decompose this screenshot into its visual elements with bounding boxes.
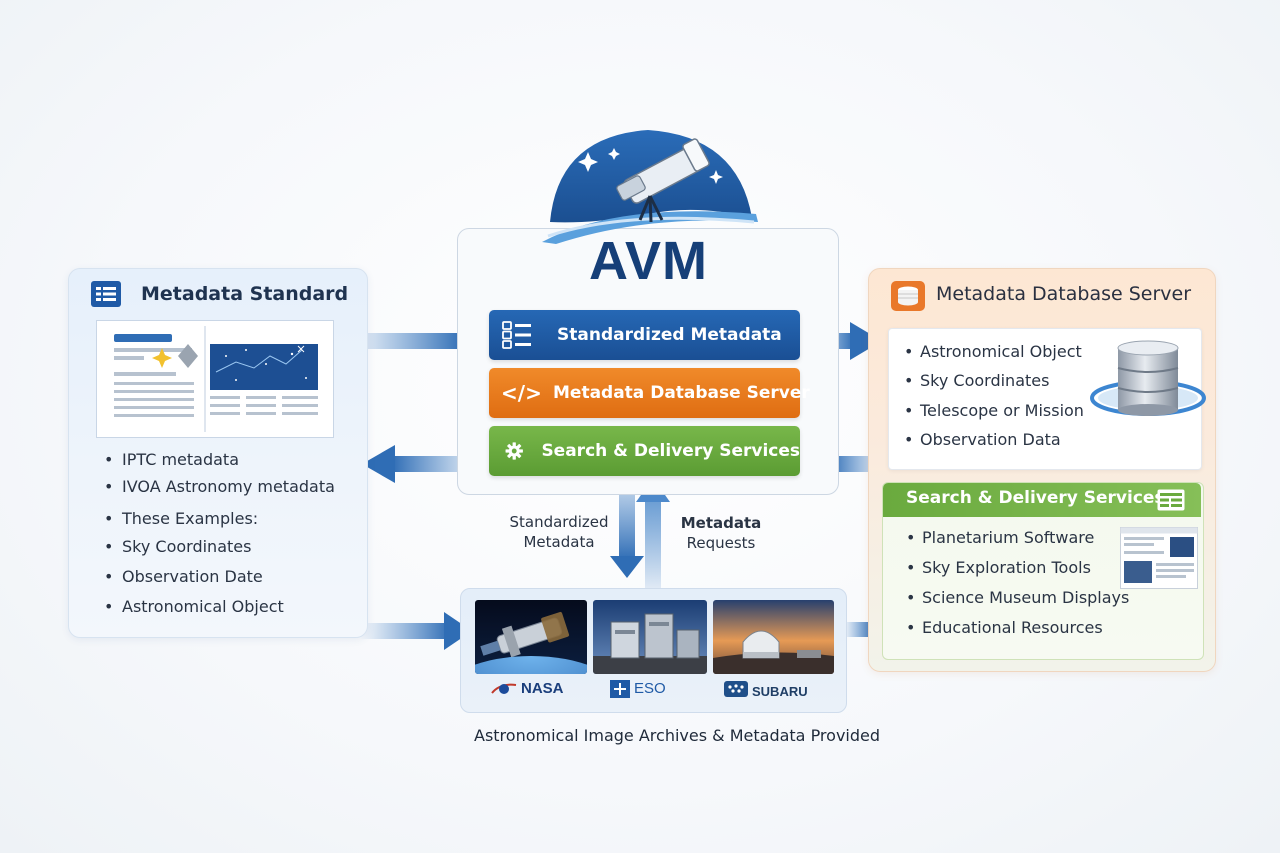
telescope-logo <box>542 130 758 244</box>
metadata-document-illustration <box>96 320 334 438</box>
gear-icon <box>505 442 523 460</box>
screen-thumbnail <box>1120 527 1198 589</box>
metadata-database-server-bar[interactable]: </> Metadata Database Server <box>489 368 810 418</box>
list-item: These Examples: <box>104 509 258 528</box>
list-item: IPTC metadata <box>104 450 239 469</box>
search-delivery-services-title: Search & Delivery Services <box>906 488 1165 508</box>
telescope-icon <box>616 138 710 223</box>
sparkle-icon <box>152 348 172 368</box>
archives-caption: Astronomical Image Archives & Metadata P… <box>474 726 881 745</box>
list-item: Observation Data <box>904 430 1061 449</box>
avm-title: AVM <box>589 231 708 291</box>
code-icon: </> <box>501 381 542 405</box>
list-item: Sky Coordinates <box>104 537 252 556</box>
list-item: Educational Resources <box>906 618 1103 637</box>
search-delivery-services-bar[interactable]: Search & Delivery Services <box>489 426 800 476</box>
eso-logo-icon <box>610 680 630 698</box>
nasa-logo-icon <box>491 683 517 694</box>
nasa-logo: NASA <box>521 680 564 697</box>
metadata-requests-flow-label: Metadata Requests <box>680 514 762 552</box>
observatory-photo <box>593 600 707 674</box>
list-item: Telescope or Mission <box>904 401 1084 420</box>
list-item: Astronomical Object <box>904 342 1082 361</box>
list-item: Science Museum Displays <box>906 588 1129 607</box>
arrow-left-to-archives <box>360 612 472 650</box>
metadata-database-server-title: Metadata Database Server <box>936 283 1192 305</box>
bar-label: Metadata Database Server <box>553 383 810 403</box>
eso-logo: ESO <box>634 680 666 697</box>
list-item: IVOA Astronomy metadata <box>104 477 335 496</box>
list-item: Planetarium Software <box>906 528 1094 547</box>
table-icon <box>1157 489 1185 511</box>
database-server-icon <box>1090 340 1206 416</box>
metadata-standard-title: Metadata Standard <box>141 283 349 305</box>
search-delivery-services-header <box>883 483 1201 517</box>
bar-label: Search & Delivery Services <box>541 441 800 461</box>
standardized-metadata-flow-label: Standardized Metadata <box>509 513 609 551</box>
subaru-logo-icon <box>724 681 748 697</box>
list-item: Sky Exploration Tools <box>906 558 1091 577</box>
list-icon <box>91 281 121 307</box>
subaru-dome-photo <box>713 600 834 674</box>
list-item: Observation Date <box>104 567 263 586</box>
standardized-metadata-bar[interactable]: Standardized Metadata <box>489 310 800 360</box>
list-icon <box>502 321 531 349</box>
list-item: Astronomical Object <box>104 597 284 616</box>
arrow-down-to-archives <box>610 476 644 578</box>
bar-label: Standardized Metadata <box>557 325 782 345</box>
subaru-logo: SUBARU <box>752 684 808 699</box>
database-icon <box>891 281 925 311</box>
list-item: Sky Coordinates <box>904 371 1050 390</box>
hubble-telescope-photo <box>475 600 587 674</box>
